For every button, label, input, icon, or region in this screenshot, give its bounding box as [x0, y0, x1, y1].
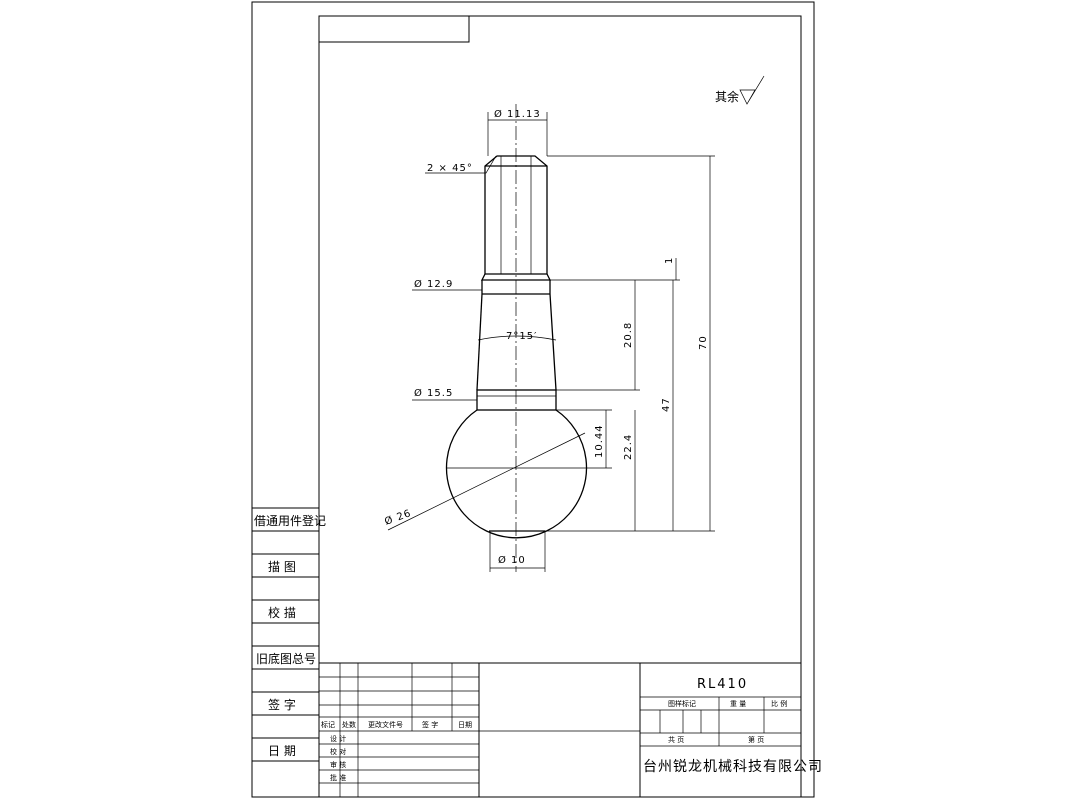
dimension-lines: Ø 11.13 2 × 45° Ø 12.9 7°15′ Ø 15.5 Ø 26… — [383, 108, 715, 572]
surface-note-label: 其余 — [715, 89, 739, 104]
tb-design: 设 计 — [330, 734, 346, 743]
tb-col-mark: 标记 — [321, 720, 335, 729]
side-trace: 校 描 — [268, 605, 296, 620]
tb-scale: 比 例 — [771, 699, 787, 708]
tb-weight: 重 量 — [730, 700, 746, 708]
ball — [445, 409, 588, 539]
side-sign: 签 字 — [268, 697, 296, 712]
part-number: RL410 — [697, 677, 748, 692]
side-register: 借通用件登记 — [254, 513, 326, 528]
surface-roughness-note: 其余 — [715, 75, 765, 105]
tb-col-date: 日期 — [458, 721, 472, 729]
taper-right — [549, 293, 557, 391]
dim-chamfer: 2 × 45° — [427, 163, 473, 174]
collar — [476, 389, 557, 411]
company-name: 台州锐龙机械科技有限公司 — [643, 759, 823, 775]
tb-review: 审 核 — [330, 760, 346, 769]
dim-d-top: Ø 11.13 — [494, 108, 541, 120]
tb-approve: 批 准 — [330, 773, 346, 782]
dim-d-bottom: Ø 10 — [498, 554, 526, 566]
tb-check: 校 对 — [330, 747, 346, 756]
dim-d-neck: Ø 12.9 — [414, 278, 453, 290]
title-block-middle — [478, 662, 641, 798]
side-date: 日 期 — [268, 744, 296, 758]
dim-len-70: 70 — [698, 335, 709, 350]
roughness-symbol-icon — [739, 75, 765, 105]
top-corner-box — [318, 15, 470, 43]
tb-page: 第 页 — [748, 735, 764, 744]
side-register-table: 借通用件登记 描 图 校 描 旧底图总号 签 字 日 期 — [252, 507, 326, 762]
tb-drawing-mark: 图样标记 — [668, 699, 696, 708]
tb-col-sign: 签 字 — [422, 720, 438, 729]
revision-table: 标记 处数 更改文件号 签 字 日期 设 计 校 对 审 核 批 准 — [318, 662, 480, 798]
side-draw: 描 图 — [268, 560, 296, 574]
tb-col-doc: 更改文件号 — [368, 720, 403, 729]
dim-len-47: 47 — [661, 397, 672, 412]
dim-taper: 7°15′ — [506, 331, 537, 342]
dim-len-10-44: 10.44 — [594, 424, 605, 458]
tb-col-place: 处数 — [342, 720, 356, 729]
dim-d-collar: Ø 15.5 — [414, 387, 453, 399]
dim-len-20-8: 20.8 — [623, 322, 634, 348]
side-old-no: 旧底图总号 — [256, 651, 316, 666]
dim-len-22-4: 22.4 — [623, 434, 634, 460]
tb-total-pages: 共 页 — [668, 735, 684, 744]
title-block-main: RL410 图样标记 重 量 比 例 共 页 第 页 台州锐龙机械科技有限公司 — [639, 662, 823, 798]
dim-len-1: 1 — [664, 257, 675, 264]
taper-left — [476, 293, 483, 391]
